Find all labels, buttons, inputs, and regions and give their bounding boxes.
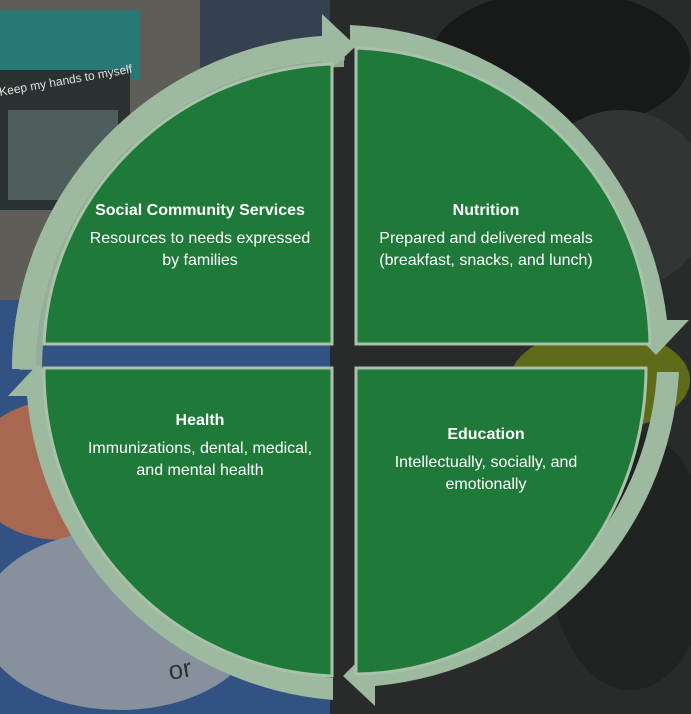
quadrant-education — [354, 366, 648, 676]
education-label: Education Intellectually, socially, and … — [371, 424, 601, 496]
nutrition-title: Nutrition — [452, 202, 520, 219]
quadrant-nutrition — [354, 46, 652, 346]
arrow-health-to-social — [8, 364, 333, 700]
storage-bin — [0, 10, 140, 80]
social-community-services-label: Social Community Services Resources to n… — [85, 200, 315, 272]
health-label: Health Immunizations, dental, medical, a… — [85, 410, 315, 482]
social-title: Social Community Services — [95, 202, 305, 219]
education-description: Intellectually, socially, and emotionall… — [394, 454, 578, 493]
health-description: Immunizations, dental, medical, and ment… — [87, 440, 313, 479]
health-title: Health — [175, 412, 225, 429]
arrow-social-to-nutrition — [12, 14, 356, 369]
rug-text: or — [166, 652, 194, 686]
nutrition-description: Prepared and delivered meals (breakfast,… — [379, 230, 593, 269]
quadrant-social — [42, 62, 334, 346]
social-description: Resources to needs expressed by families — [89, 230, 311, 269]
arrow-nutrition-to-education — [350, 25, 689, 355]
quadrant-health — [42, 366, 334, 678]
nutrition-label: Nutrition Prepared and delivered meals (… — [371, 200, 601, 272]
education-title: Education — [447, 426, 525, 443]
